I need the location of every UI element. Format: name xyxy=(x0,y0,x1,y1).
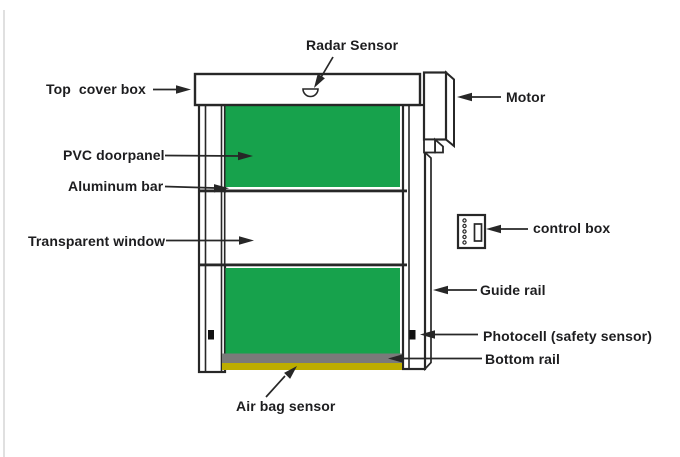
air-bag-strip xyxy=(222,363,402,370)
pvc-doorpanel-lower xyxy=(225,268,400,354)
label-photocell: Photocell (safety sensor) xyxy=(483,328,652,344)
arrow-pvc-doorpanel xyxy=(164,151,253,161)
arrow-aluminum-bar xyxy=(164,184,229,193)
label-aluminum-bar: Aluminum bar xyxy=(68,178,164,194)
label-control-box: control box xyxy=(533,220,611,236)
arrow-control-box xyxy=(486,224,528,234)
motor-shape xyxy=(422,70,455,154)
arrow-air-bag-sensor xyxy=(265,366,297,398)
label-motor: Motor xyxy=(506,89,546,105)
photocell-left-icon xyxy=(208,330,214,340)
label-bottom-rail: Bottom rail xyxy=(485,351,560,367)
arrow-photocell xyxy=(420,330,478,339)
label-radar-sensor: Radar Sensor xyxy=(306,37,399,53)
aluminum-bar-top xyxy=(199,189,407,193)
label-guide-rail: Guide rail xyxy=(480,282,546,298)
arrow-top-cover-box xyxy=(153,85,191,94)
arrow-guide-rail xyxy=(433,285,477,295)
label-air-bag-sensor: Air bag sensor xyxy=(236,398,336,414)
bottom-rail-bar xyxy=(222,353,402,363)
transparent-window-area xyxy=(225,192,400,264)
arrow-motor xyxy=(457,92,501,102)
control-box-icon xyxy=(456,213,487,250)
label-pvc-doorpanel: PVC doorpanel xyxy=(63,147,165,163)
left-guide-rail xyxy=(197,103,227,374)
pvc-doorpanel-upper xyxy=(225,106,400,187)
label-top-cover-box: Top cover box xyxy=(46,81,146,97)
arrow-radar-sensor xyxy=(314,56,334,88)
photocell-right-icon xyxy=(409,330,416,340)
label-transparent-window: Transparent window xyxy=(28,233,166,249)
aluminum-bar-bottom xyxy=(199,263,407,267)
radar-sensor-icon xyxy=(302,88,319,98)
arrow-bottom-rail xyxy=(388,354,482,363)
arrow-transparent-window xyxy=(166,236,254,245)
